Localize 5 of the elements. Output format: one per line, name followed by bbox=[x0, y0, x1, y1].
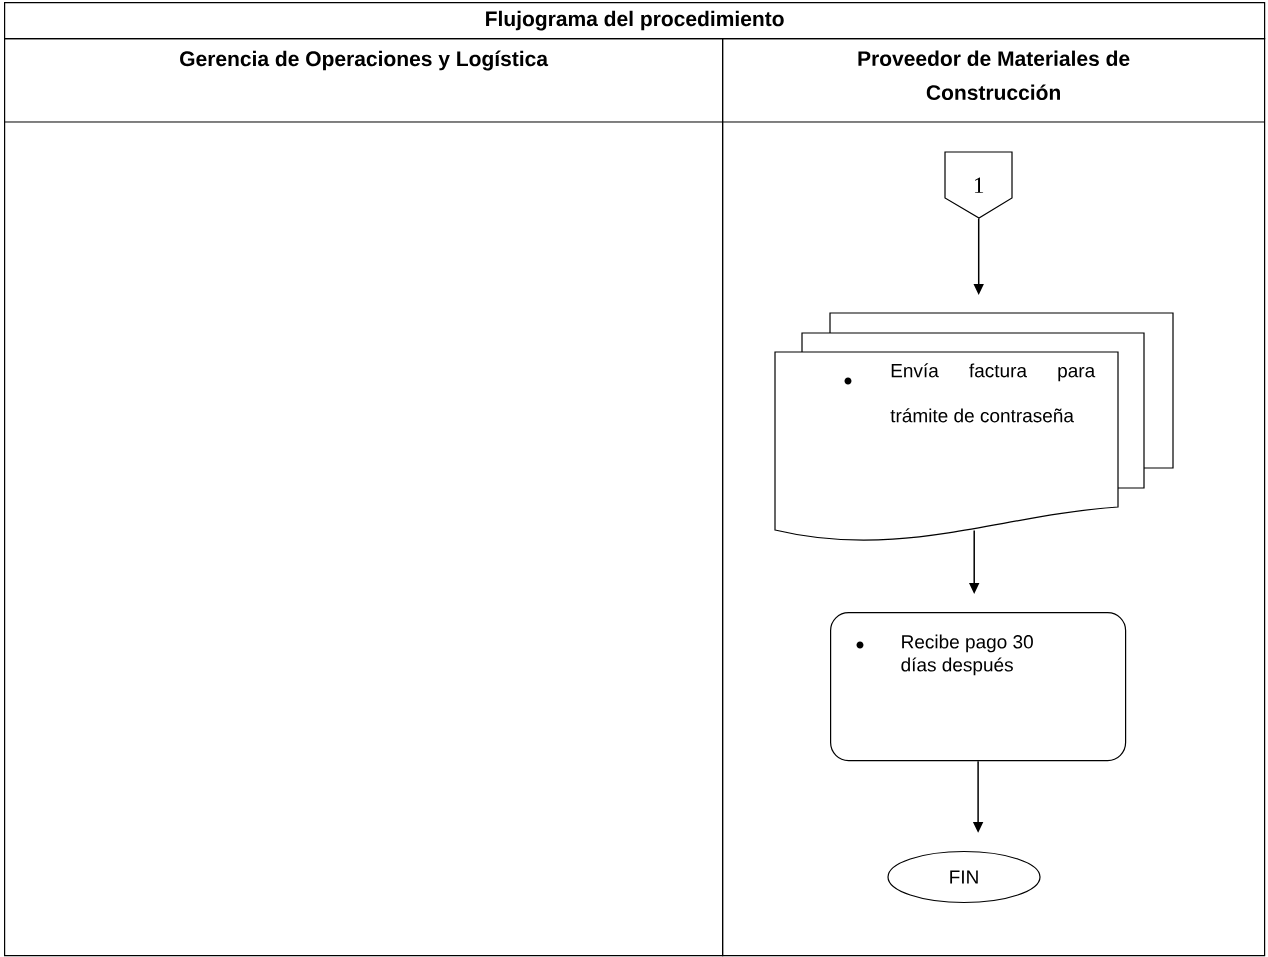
process-box: Recibe pago 30 días después bbox=[830, 612, 1127, 762]
offpage-connector: 1 bbox=[944, 151, 1013, 219]
swimlane: Gerencia de Operaciones y Logística bbox=[4, 38, 724, 957]
title-cell: Flujograma del procedimiento bbox=[4, 2, 1266, 40]
multi-document: Envía factura para trámite de contraseña bbox=[774, 312, 1174, 541]
